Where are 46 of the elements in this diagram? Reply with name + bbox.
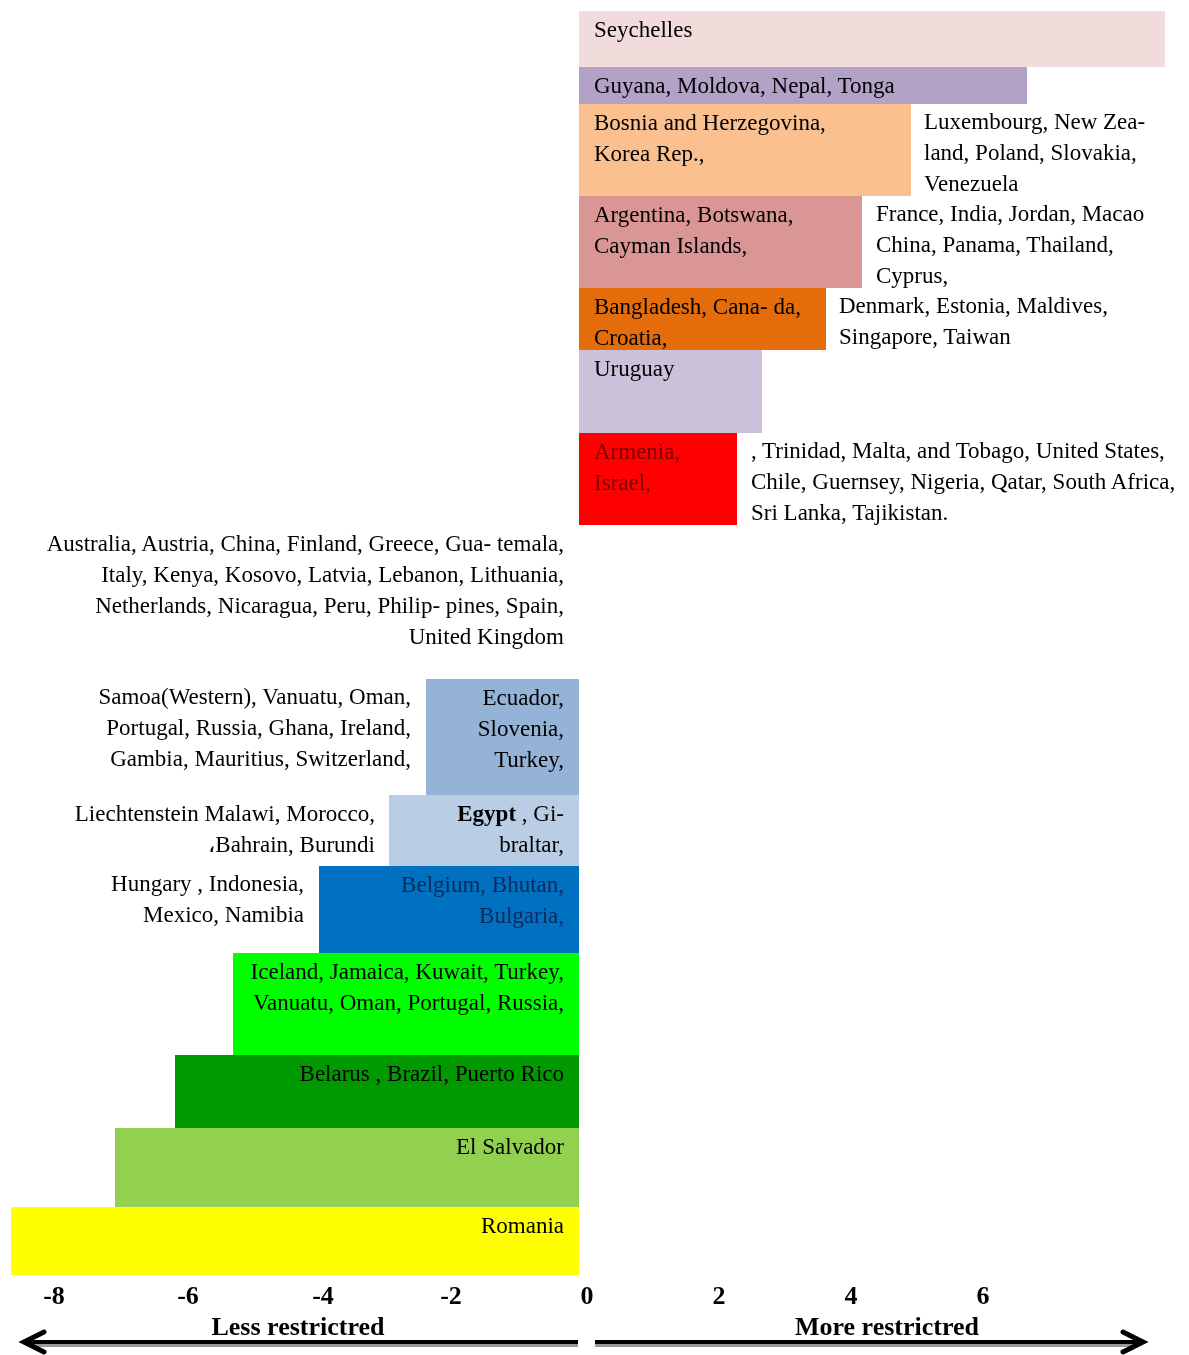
country-list: El Salvador bbox=[124, 1131, 564, 1162]
bar bbox=[579, 11, 1165, 67]
axis-title: Less restrictred bbox=[210, 1311, 386, 1342]
bar bbox=[579, 288, 826, 350]
country-list: Samoa(Western), Vanuatu, Oman, Portugal, Russia, Ghana, Ireland, Gambia, Mauritius, Switzerland, bbox=[30, 681, 411, 774]
bar bbox=[579, 196, 862, 288]
country-list: Uruguay bbox=[594, 353, 754, 384]
country-list: Egypt , Gi- braltar, bbox=[404, 798, 564, 860]
bar bbox=[175, 1055, 579, 1128]
country-list: Denmark, Estonia, Maldives, Singapore, Taiwan bbox=[839, 290, 1169, 352]
country-list: Bangladesh, Cana- da, Croatia, bbox=[594, 291, 809, 353]
bar bbox=[11, 1207, 579, 1275]
country-list: Hungary , Indonesia, Mexico, Namibia bbox=[50, 868, 304, 930]
axis-title: More restrictred bbox=[793, 1311, 981, 1342]
tick-label: -8 bbox=[42, 1280, 66, 1311]
country-list: , Trinidad, Malta, and Tobago, United States, Chile, Guernsey, Nigeria, Qatar, South Africa, Sri Lanka, Tajikistan. bbox=[751, 435, 1181, 528]
country-list: Iceland, Jamaica, Kuwait, Turkey, Vanuatu, Oman, Portugal, Russia, bbox=[244, 956, 564, 1018]
tick-label: 6 bbox=[975, 1280, 991, 1311]
bar bbox=[389, 795, 579, 866]
country-list: Seychelles bbox=[594, 14, 1154, 45]
country-list: Ecuador, Slovenia, Turkey, bbox=[434, 682, 564, 775]
country-list: Belgium, Bhutan, Bulgaria, bbox=[334, 869, 564, 931]
tick-label: 4 bbox=[843, 1280, 859, 1311]
tick-label: -6 bbox=[176, 1280, 200, 1311]
bar bbox=[579, 67, 1027, 104]
bar bbox=[319, 866, 579, 953]
bar bbox=[426, 679, 579, 795]
tick-label: 2 bbox=[711, 1280, 727, 1311]
country-list: Armenia, Israel, bbox=[594, 436, 724, 498]
country-list: Bosnia and Herzegovina, Korea Rep., bbox=[594, 107, 884, 169]
bar bbox=[579, 433, 737, 525]
country-list: Liechtenstein Malawi, Morocco, ،Bahrain, Burundi bbox=[10, 798, 375, 860]
bar bbox=[233, 953, 579, 1055]
tick-label: -4 bbox=[311, 1280, 335, 1311]
country-list: Romania bbox=[24, 1210, 564, 1241]
country-list: Australia, Austria, China, Finland, Greece, Gua- temala, Italy, Kenya, Kosovo, Latvia, Lebanon, Lithuania, Netherlands, Nicaragua, Peru, Philip- pines, Spain, United Kingdom bbox=[34, 528, 564, 652]
country-list: Argentina, Botswana, Cayman Islands, bbox=[594, 199, 844, 261]
bar bbox=[579, 104, 911, 196]
country-list: Belarus , Brazil, Puerto Rico bbox=[184, 1058, 564, 1089]
bar bbox=[115, 1128, 579, 1207]
bar bbox=[579, 350, 762, 433]
tick-label: 0 bbox=[579, 1280, 595, 1311]
country-list: Guyana, Moldova, Nepal, Tonga bbox=[594, 70, 1024, 101]
country-list: France, India, Jordan, Macao China, Panama, Thailand, Cyprus, bbox=[876, 198, 1189, 291]
country-list: Luxembourg, New Zea- land, Poland, Slovakia, Venezuela bbox=[924, 106, 1186, 199]
tick-label: -2 bbox=[439, 1280, 463, 1311]
